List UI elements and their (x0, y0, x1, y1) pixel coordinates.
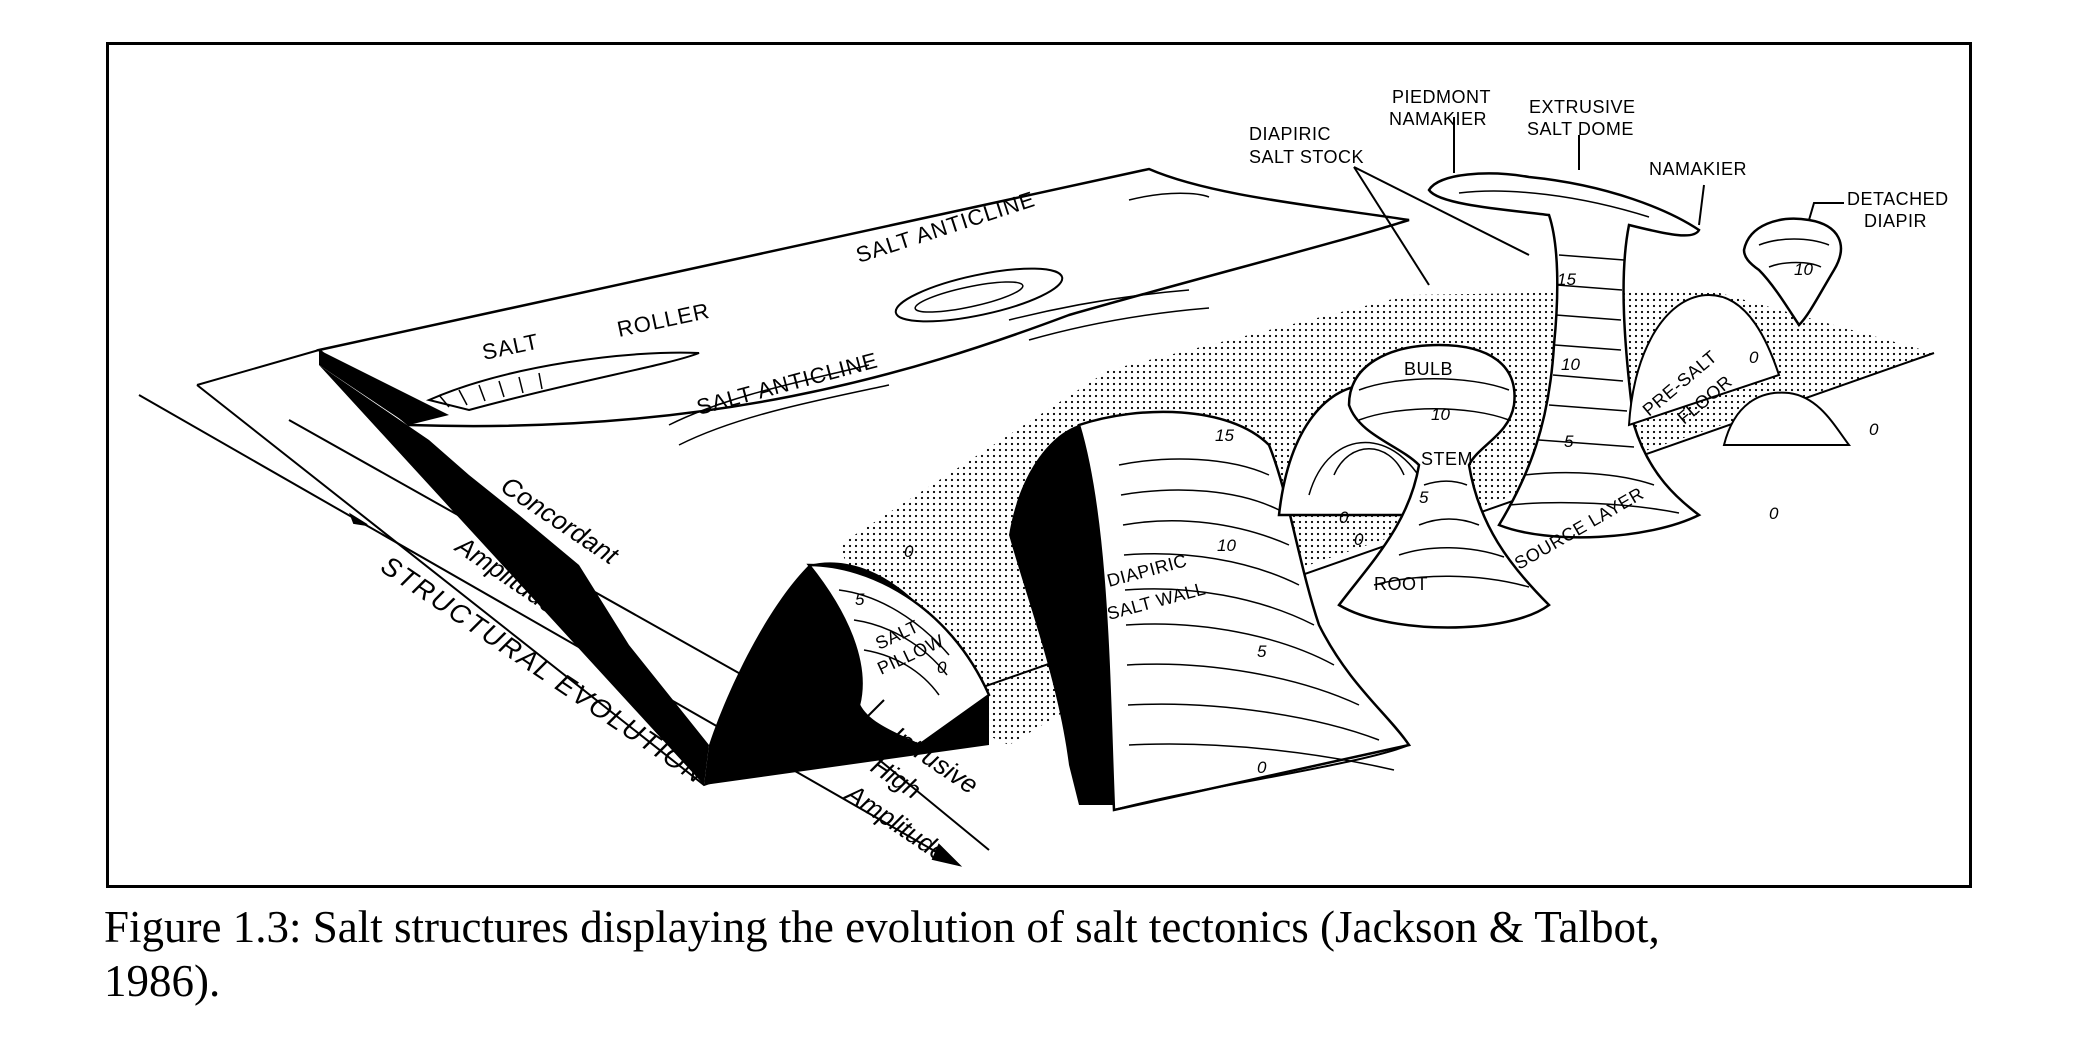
label-piedmont-namakier-1: PIEDMONT (1392, 87, 1491, 107)
label-extrusive-salt-dome-1: EXTRUSIVE (1529, 97, 1636, 117)
diapiric-salt-stock (1337, 343, 1551, 629)
contour-5-wall: 5 (1257, 642, 1267, 661)
contour-5-pillow: 5 (855, 590, 865, 609)
contour-15-wall: 15 (1215, 426, 1234, 445)
label-piedmont-namakier-2: NAMAKIER (1389, 109, 1487, 129)
contour-10-dome: 10 (1561, 355, 1580, 374)
contour-5-stem: 5 (1419, 488, 1429, 507)
detached-diapir (1742, 217, 1843, 327)
contour-0-back: 0 (1749, 348, 1759, 367)
salt-structures-diagram: SALT ROLLER SALT ANTICLINE SALT ANTICLIN… (138, 87, 1949, 868)
evolution-axis (138, 394, 990, 867)
label-stem: STEM (1421, 449, 1473, 469)
caption-line-2: 1986). (104, 956, 221, 1006)
caption-line-1: Figure 1.3: Salt structures displaying t… (104, 902, 1660, 952)
contour-0-source: 0 (1769, 504, 1779, 523)
contour-0-pillow-top: 0 (904, 542, 914, 561)
leader-lines (1353, 117, 1844, 286)
label-detached-diapir-1: DETACHED (1847, 189, 1949, 209)
label-bulb: BULB (1404, 359, 1453, 379)
salt-pillow (704, 562, 991, 785)
contour-10-wall: 10 (1217, 536, 1236, 555)
contour-0-root: 0 (1354, 530, 1364, 549)
salt-roller-block (316, 167, 1410, 785)
figure-frame: SALT ROLLER SALT ANTICLINE SALT ANTICLIN… (106, 42, 1972, 888)
figure-caption: Figure 1.3: Salt structures displaying t… (104, 900, 1974, 1008)
small-dome (1722, 391, 1851, 446)
contour-5-dome: 5 (1564, 432, 1574, 451)
contour-10-detached: 10 (1794, 260, 1813, 279)
label-namakier: NAMAKIER (1649, 159, 1747, 179)
contour-15-dome: 15 (1557, 270, 1576, 289)
label-detached-diapir-2: DIAPIR (1864, 211, 1927, 231)
diapiric-salt-wall (1009, 410, 1412, 812)
label-root: ROOT (1374, 574, 1428, 594)
contour-0-dome: 0 (1339, 508, 1349, 527)
label-extrusive-salt-dome-2: SALT DOME (1527, 119, 1634, 139)
contour-0-wall: 0 (1257, 758, 1267, 777)
contour-10-stem: 10 (1431, 405, 1450, 424)
contour-0-pillow: 0 (937, 658, 947, 677)
contour-0-small-dome: 0 (1869, 420, 1879, 439)
extrusive-salt-dome (1427, 172, 1781, 539)
label-diapiric-salt-stock-2: SALT STOCK (1249, 147, 1364, 167)
label-diapiric-salt-stock-1: DIAPIRIC (1249, 124, 1331, 144)
